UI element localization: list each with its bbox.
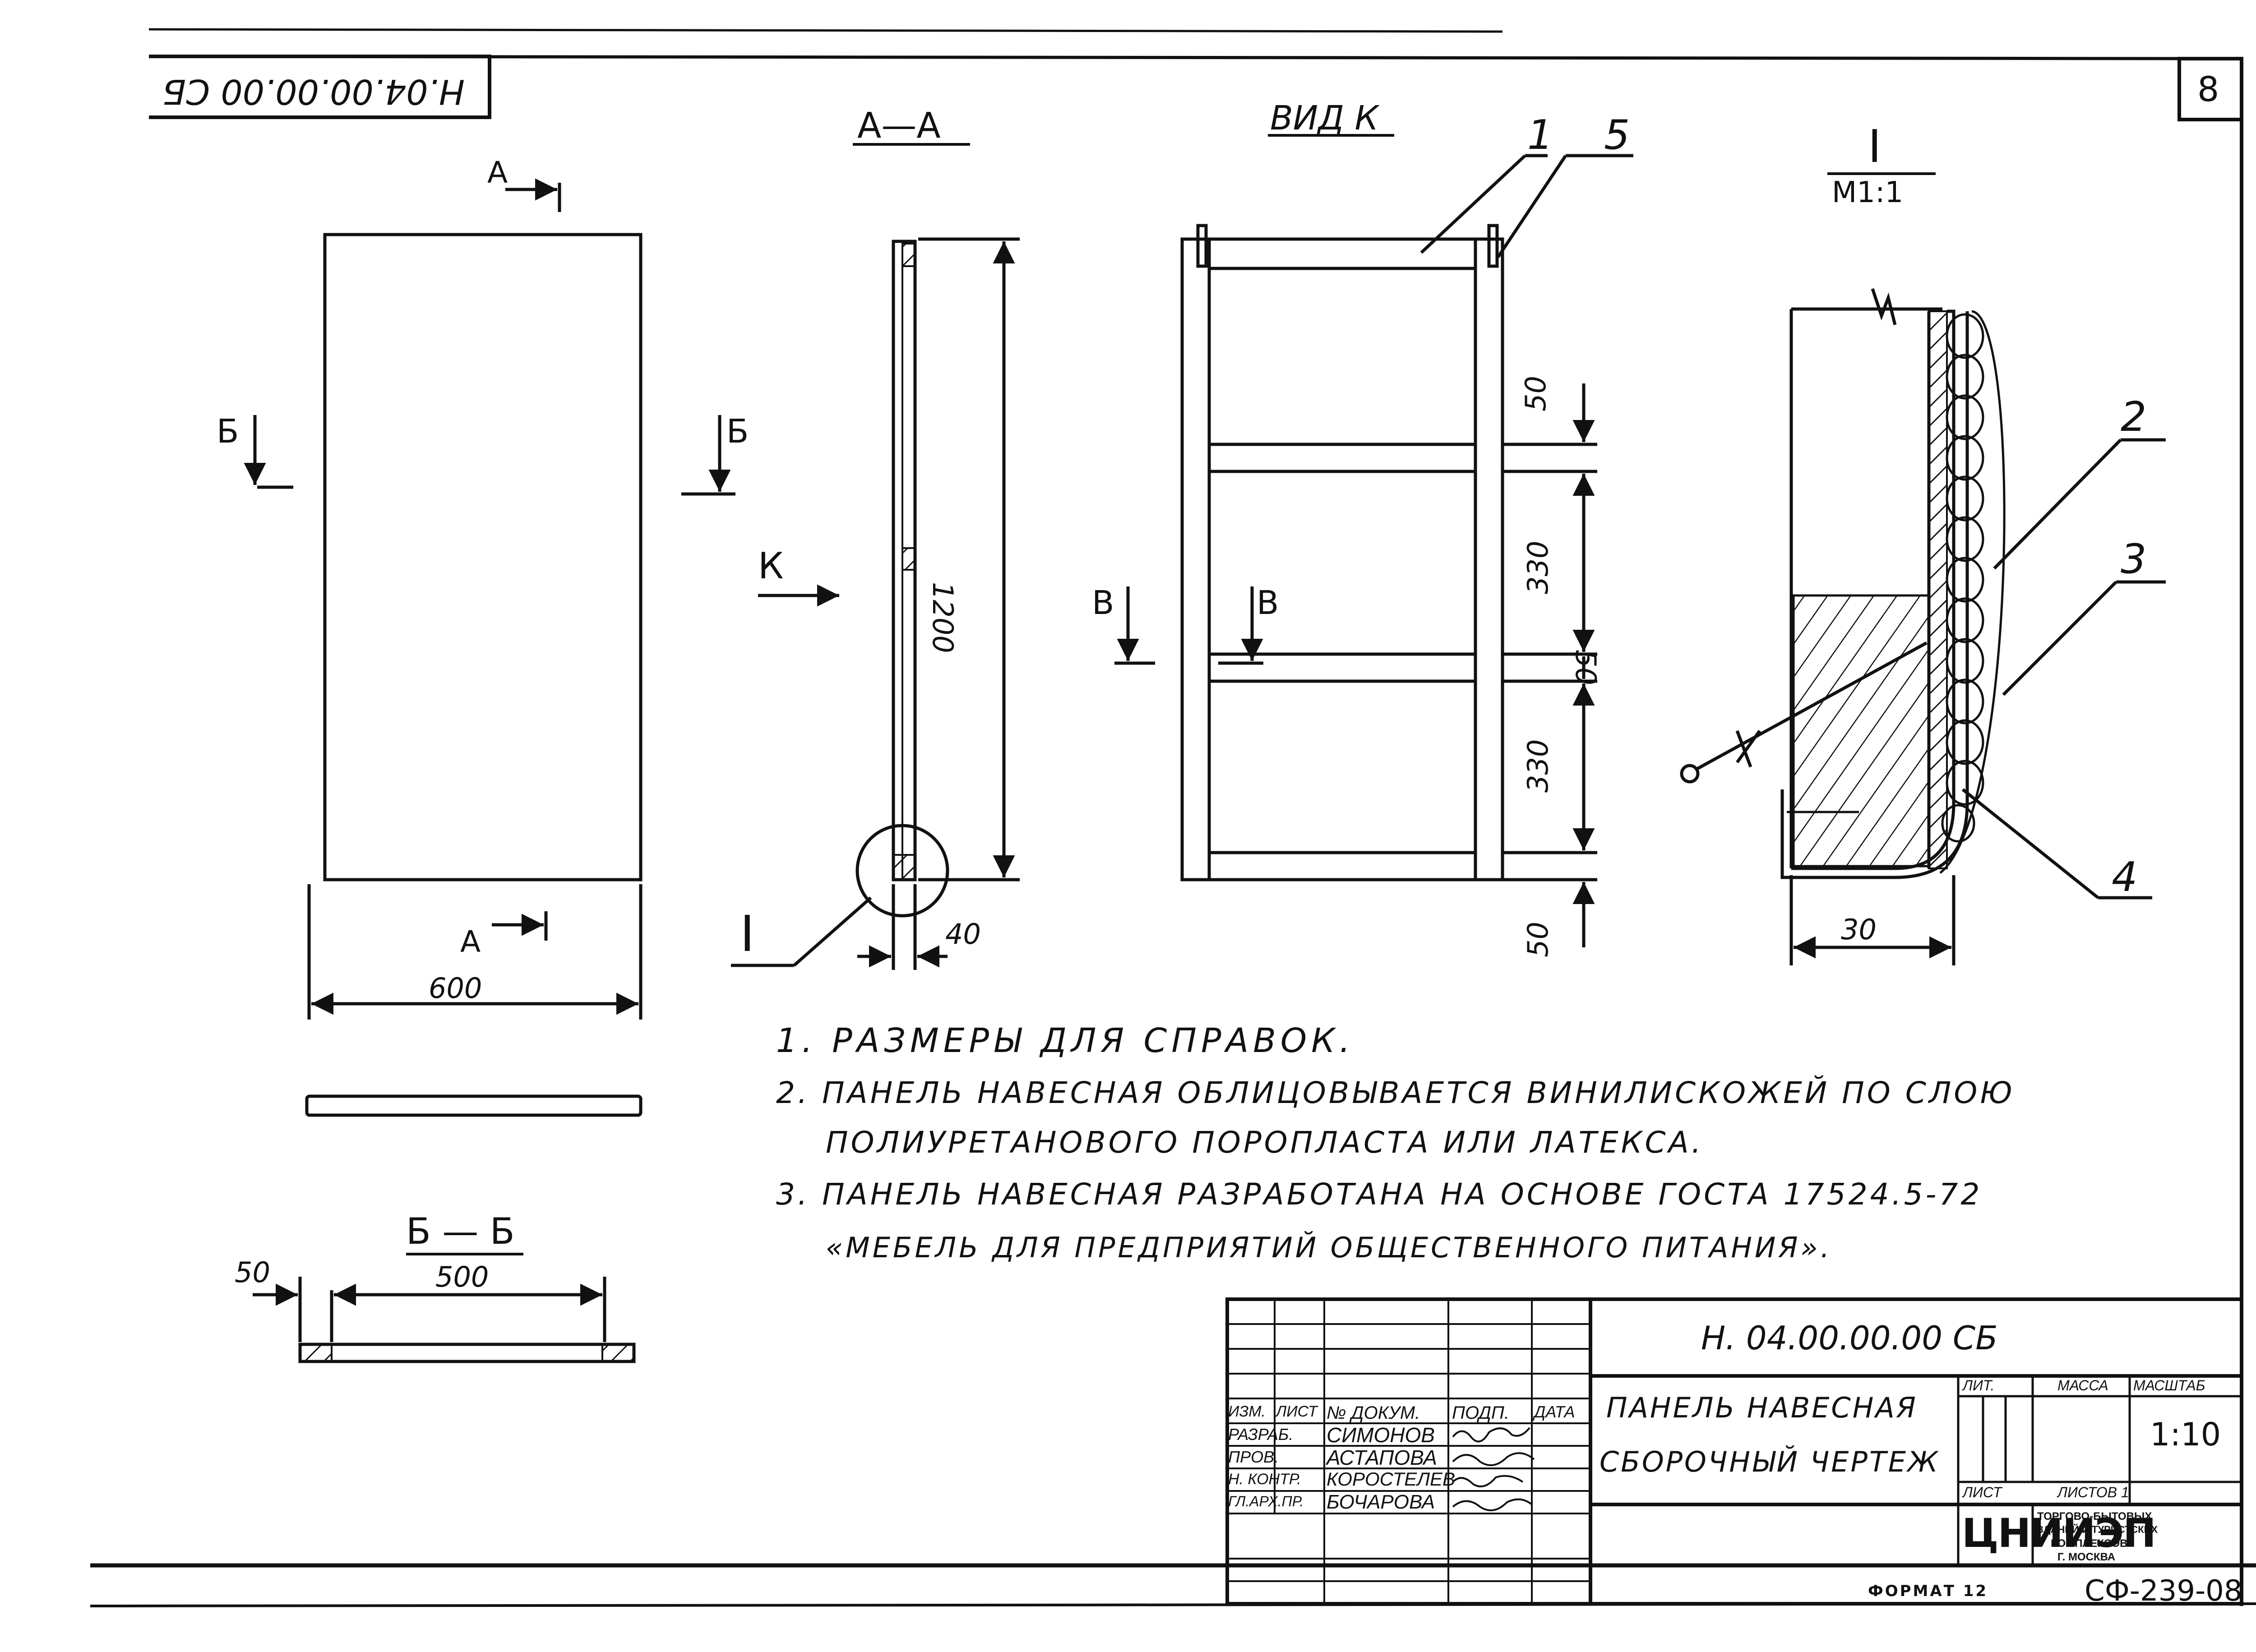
role-razrab: РАЗРАБ. <box>1228 1425 1294 1444</box>
view-k-title: ВИД К <box>1270 99 1378 138</box>
marker-b-left: Б <box>217 412 239 450</box>
note-2-line-1: 2. ПАНЕЛЬ НАВЕСНАЯ ОБЛИЦОВЫВАЕТСЯ ВИНИЛИ… <box>776 1075 2015 1110</box>
org-line-1: ТОРГОВО-БЫТОВЫХ <box>2037 1510 2152 1523</box>
role-glarh: ГЛ.АРХ.ПР. <box>1228 1493 1304 1509</box>
role-nkontr: Н. КОНТР. <box>1228 1471 1301 1488</box>
rotated-document-code: Н.04.00.00.00 СБ <box>162 72 465 112</box>
hdr-sign: ПОДП. <box>1452 1403 1509 1423</box>
name-prov: АСТАПОВА <box>1327 1446 1437 1469</box>
marker-detail-i: I <box>740 905 755 963</box>
org-line-4: Г. МОСКВА <box>2057 1551 2116 1563</box>
scale-value: 1:10 <box>2150 1416 2221 1453</box>
dim-330-lower: 330 <box>1521 739 1554 793</box>
section-b-title: Б — Б <box>406 1210 515 1252</box>
title-name-line-2: СБОРОЧНЫЙ ЧЕРТЕЖ <box>1600 1445 1940 1478</box>
format-label: ФОРМАТ 12 <box>1868 1582 1988 1600</box>
hdr-lit: ЛИТ. <box>1963 1377 1995 1394</box>
hdr-sheet: ЛИСТ <box>1963 1484 2002 1500</box>
hdr-sheets: ЛИСТОВ 1 <box>2057 1484 2129 1500</box>
name-nkontr: КОРОСТЕЛЕВ <box>1327 1468 1456 1490</box>
role-prov: ПРОВ. <box>1228 1448 1279 1466</box>
hdr-izm: ИЗМ. <box>1228 1403 1266 1420</box>
org-logo: ЦНИИЭП <box>1962 1510 2156 1556</box>
hdr-list: ЛИСТ <box>1276 1403 1318 1420</box>
marker-a-bottom: А <box>460 924 481 959</box>
note-3-line-1: 3. ПАНЕЛЬ НАВЕСНАЯ РАЗРАБОТАНА НА ОСНОВЕ… <box>776 1177 1983 1212</box>
dim-50-bottom: 50 <box>1521 922 1554 957</box>
marker-v-left: В <box>1092 584 1114 622</box>
note-3-line-2: «МЕБЕЛЬ ДЛЯ ПРЕДПРИЯТИЙ ОБЩЕСТВЕННОГО ПИ… <box>826 1231 1832 1264</box>
title-doc-code: Н. 04.00.00.00 СБ <box>1701 1319 1998 1357</box>
marker-k: К <box>758 545 784 587</box>
org-line-3: КОМПЛЕКСОВ <box>2051 1537 2128 1550</box>
view-k-frame <box>1180 237 1504 881</box>
position-2: 2 <box>2121 393 2147 441</box>
name-glarh: БОЧАРОВА <box>1327 1491 1435 1513</box>
position-3: 3 <box>2121 535 2147 583</box>
name-razrab: СИМОНОВ <box>1327 1423 1435 1447</box>
dim-1200: 1200 <box>926 582 959 653</box>
marker-a-top: А <box>487 155 508 190</box>
hdr-mass: МАССА <box>2057 1377 2108 1394</box>
dim-30: 30 <box>1841 913 1877 946</box>
series-code: СФ-239-08 <box>2085 1574 2242 1608</box>
position-4: 4 <box>2112 854 2138 901</box>
note-2-line-2: ПОЛИУРЕТАНОВОГО ПОРОПЛАСТА ИЛИ ЛАТЕКСА. <box>826 1125 1704 1160</box>
dim-330-upper: 330 <box>1521 540 1554 594</box>
detail-i-title: I <box>1868 120 1882 173</box>
detail-scale: М1:1 <box>1832 176 1904 209</box>
title-block-frame <box>1225 1297 2243 1606</box>
dim-600: 600 <box>429 972 482 1005</box>
dim-bb-50: 50 <box>235 1256 270 1289</box>
sheet-number: 8 <box>2197 69 2219 109</box>
hdr-doc-no: № ДОКУМ. <box>1327 1403 1420 1423</box>
panel-front-view <box>323 233 643 881</box>
dim-40: 40 <box>945 918 981 951</box>
hdr-scale: МАСШТАБ <box>2133 1377 2205 1394</box>
dim-bb-500: 500 <box>435 1260 489 1293</box>
org-line-2: ЗДАНИЙ И ТУРИСТСКИХ <box>2037 1524 2158 1535</box>
dim-50-middle: 50 <box>1569 650 1602 685</box>
marker-v-right: В <box>1257 584 1279 622</box>
marker-b-right: Б <box>726 412 749 450</box>
note-1: 1. РАЗМЕРЫ ДЛЯ СПРАВОК. <box>776 1021 1355 1060</box>
position-5: 5 <box>1604 111 1630 159</box>
position-1: 1 <box>1527 111 1553 159</box>
title-name-line-1: ПАНЕЛЬ НАВЕСНАЯ <box>1606 1391 1918 1424</box>
hdr-date: ДАТА <box>1534 1403 1575 1421</box>
section-a-title: А—А <box>857 106 941 146</box>
dim-50-top: 50 <box>1519 376 1552 411</box>
